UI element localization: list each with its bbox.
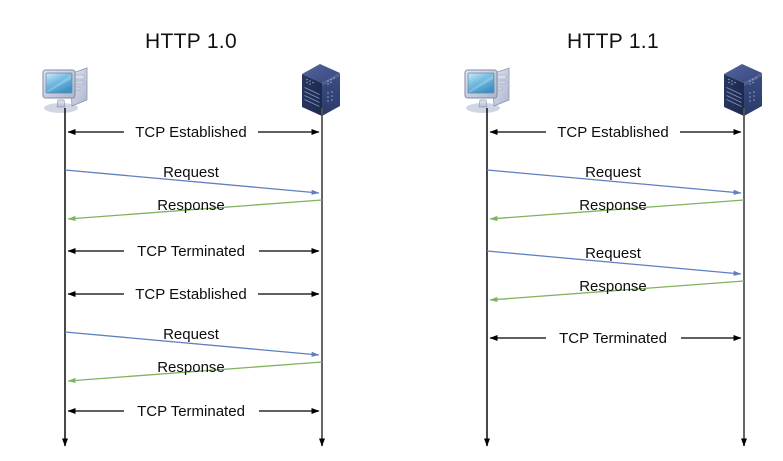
message-label: Response	[157, 197, 225, 214]
diagram-http10: HTTP 1.0 TCP Established Request Respons…	[42, 30, 341, 447]
message-arrow-request: Request	[64, 326, 320, 357]
message-arrow-control: TCP Terminated	[67, 243, 320, 260]
diagram-title-http10: HTTP 1.0	[145, 30, 237, 53]
message-arrow-request: Request	[64, 164, 320, 195]
message-label: TCP Established	[135, 286, 246, 303]
message-label: Response	[579, 278, 647, 295]
message-label: Request	[163, 164, 220, 181]
message-label: TCP Terminated	[137, 403, 245, 420]
message-label: Request	[585, 164, 642, 181]
message-arrow-control: TCP Established	[489, 124, 742, 141]
message-arrow-control: TCP Terminated	[489, 330, 742, 347]
diagram-title-http11: HTTP 1.1	[567, 30, 659, 53]
message-label: TCP Terminated	[559, 330, 667, 347]
message-arrow-request: Request	[486, 245, 742, 276]
diagram-http11: HTTP 1.1 TCP Established Request Respons…	[464, 30, 763, 447]
message-label: Request	[585, 245, 642, 262]
message-arrow-control: TCP Terminated	[67, 403, 320, 420]
message-arrow-response: Response	[67, 197, 323, 222]
message-arrow-request: Request	[486, 164, 742, 195]
message-arrow-response: Response	[489, 278, 745, 303]
message-label: Request	[163, 326, 220, 343]
message-arrow-response: Response	[67, 359, 323, 384]
server-icon	[723, 63, 763, 117]
server-icon	[301, 63, 341, 117]
message-label: Response	[157, 359, 225, 376]
message-label: TCP Established	[135, 124, 246, 141]
message-arrow-response: Response	[489, 197, 745, 222]
message-label: Response	[579, 197, 647, 214]
message-arrow-control: TCP Established	[67, 124, 320, 141]
message-label: TCP Established	[557, 124, 668, 141]
message-arrow-control: TCP Established	[67, 286, 320, 303]
message-label: TCP Terminated	[137, 243, 245, 260]
